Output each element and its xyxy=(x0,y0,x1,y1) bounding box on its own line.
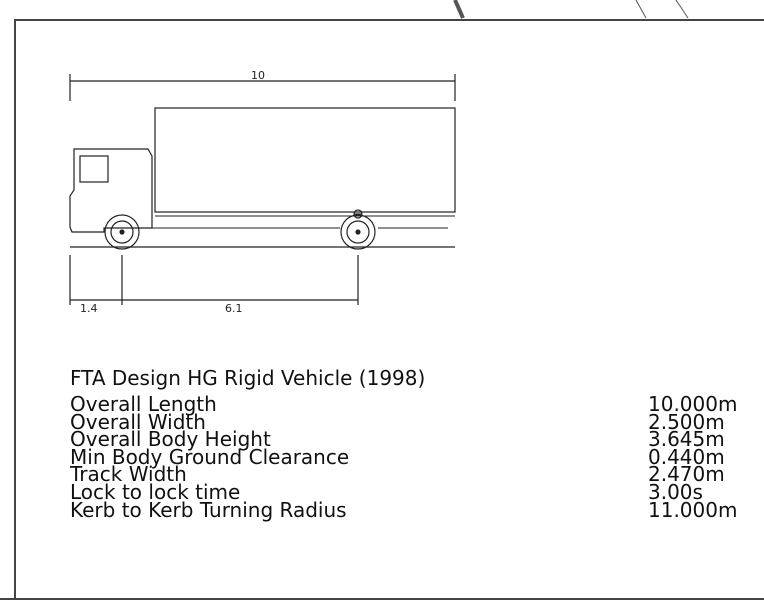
spec-row-track-width: Track Width 2.470m xyxy=(70,462,760,487)
spec-label: Min Body Ground Clearance xyxy=(70,444,350,469)
spec-row-overall-width: Overall Width 2.500m xyxy=(70,409,760,434)
overall-length-dimension xyxy=(69,74,456,101)
overall-length-label: 10 xyxy=(251,69,265,82)
corner-decoration-lines xyxy=(453,0,689,19)
spec-value: 3.00s xyxy=(648,479,703,504)
spec-value: 0.440m xyxy=(648,444,725,469)
spec-label: Overall Body Height xyxy=(70,427,271,452)
spec-row-min-body-ground-clearance: Min Body Ground Clearance 0.440m xyxy=(70,444,760,469)
spec-label: Lock to lock time xyxy=(70,479,241,504)
wheelbase-dimension xyxy=(122,255,359,305)
front-overhang-dimension xyxy=(69,255,123,305)
specs-table: Overall Length 10.000m Overall Width 2.5… xyxy=(70,392,760,522)
cab-window xyxy=(79,155,109,183)
frame-bottom-border xyxy=(0,598,764,600)
spec-value: 3.645m xyxy=(648,427,725,452)
spec-row-turning-radius: Kerb to Kerb Turning Radius 11.000m xyxy=(70,497,760,522)
specs-title: FTA Design HG Rigid Vehicle (1998) xyxy=(70,366,426,390)
spec-value: 10.000m xyxy=(648,392,738,416)
spec-row-lock-to-lock-time: Lock to lock time 3.00s xyxy=(70,479,760,504)
front-overhang-label: 1.4 xyxy=(80,302,98,315)
spec-label: Overall Length xyxy=(70,392,217,416)
rear-wheel xyxy=(340,209,376,250)
spec-label: Overall Width xyxy=(70,409,206,434)
spec-value: 11.000m xyxy=(648,497,738,522)
spec-label: Track Width xyxy=(70,462,187,487)
spec-value: 2.470m xyxy=(648,462,725,487)
spec-row-overall-length: Overall Length 10.000m xyxy=(70,392,760,416)
spec-label: Kerb to Kerb Turning Radius xyxy=(70,497,347,522)
wheelbase-label: 6.1 xyxy=(225,302,243,315)
cargo-box xyxy=(154,107,456,213)
spec-row-overall-body-height: Overall Body Height 3.645m xyxy=(70,427,760,452)
spec-value: 2.500m xyxy=(648,409,725,434)
drawing-frame xyxy=(14,19,764,600)
front-wheel xyxy=(104,214,140,250)
cab-outline xyxy=(69,148,153,233)
